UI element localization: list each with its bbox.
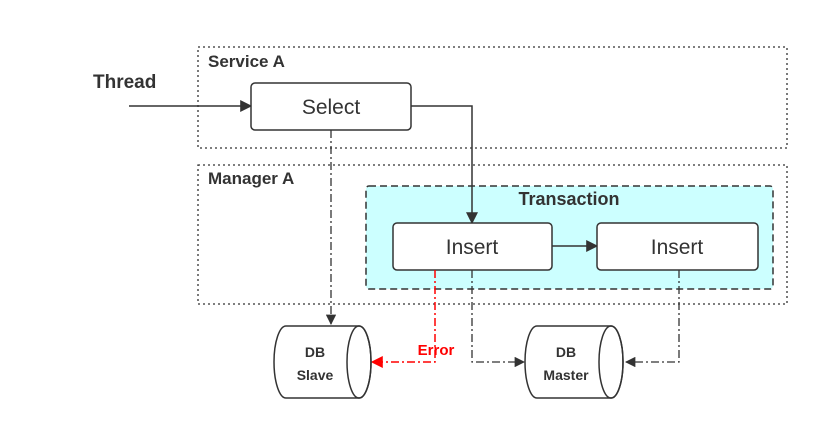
service-a-title: Service A — [208, 52, 285, 71]
select-to-insert-arrow — [411, 105, 478, 225]
insert-node-2 — [596, 222, 759, 271]
manager-a-title: Manager A — [208, 169, 294, 188]
db-slave-label-line1: DB — [305, 344, 325, 360]
manager-a-container — [197, 164, 788, 305]
db-slave-label-line2: Slave — [297, 367, 334, 383]
db-slave-cylinder — [273, 325, 372, 399]
db-master-label-line1: DB — [556, 344, 576, 360]
db-master-cylinder — [524, 325, 624, 399]
thread-label: Thread — [93, 72, 156, 93]
insert-node-2-label: Insert — [651, 236, 704, 259]
db-master-label-line2: Master — [543, 367, 589, 383]
transaction-title: Transaction — [518, 189, 619, 209]
error-label: Error — [418, 342, 455, 359]
insert-1-to-master-arrow — [471, 270, 526, 368]
insert-2-to-master-arrow — [624, 270, 680, 368]
error-arrow — [370, 270, 436, 368]
select-node-label: Select — [302, 96, 361, 119]
insert-node-1-label: Insert — [446, 236, 499, 259]
